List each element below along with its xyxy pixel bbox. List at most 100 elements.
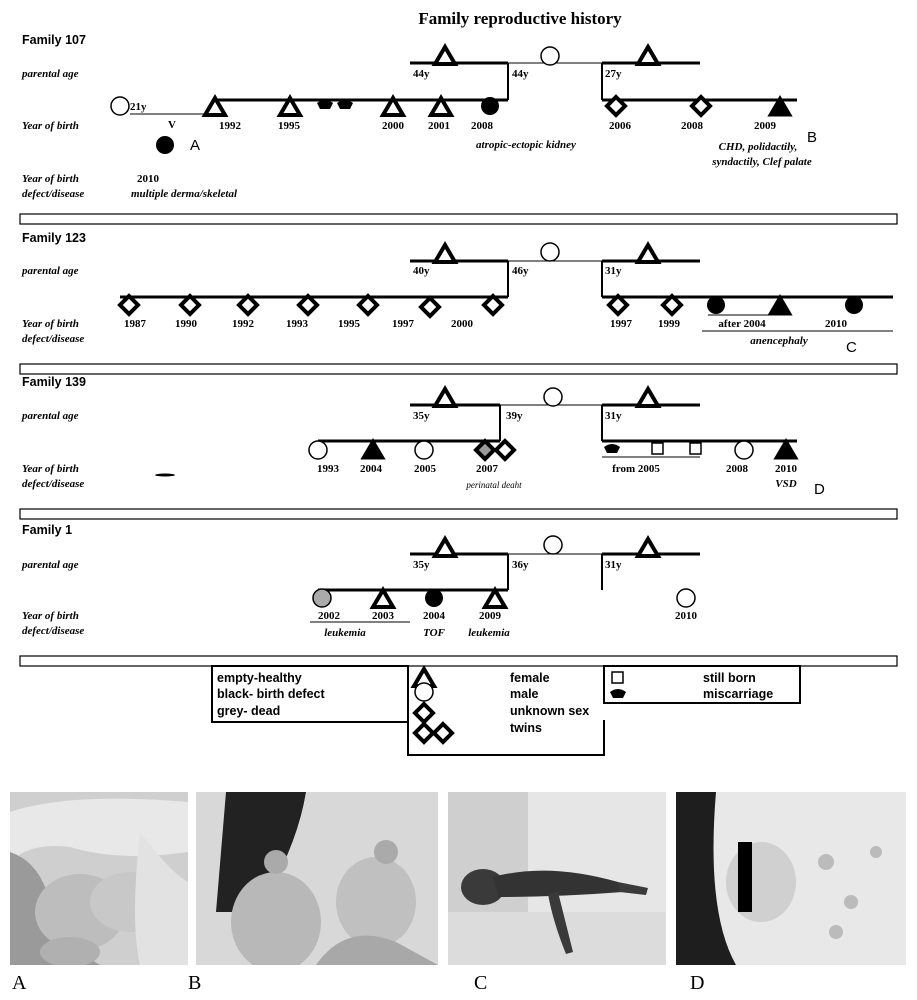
legend-fill-item: grey- dead	[217, 704, 280, 718]
diagram-title: Family reproductive history	[418, 9, 622, 28]
defect-note: leukemia	[324, 627, 366, 639]
legend-female: female	[510, 671, 550, 685]
defect-note: perinatal deaht	[465, 480, 522, 490]
legend-fill-item: empty-healthy	[217, 671, 302, 685]
age-label: 44y	[512, 68, 529, 80]
birth-year: 2010	[137, 173, 160, 185]
family-107-symbols	[110, 45, 792, 154]
age-label: 44y	[413, 68, 430, 80]
family-1-name: Family 1	[22, 523, 72, 537]
birth-year: 2004	[360, 463, 383, 475]
family-123-name: Family 123	[22, 231, 86, 245]
birth-year: 1990	[175, 318, 198, 330]
legend-other-box	[603, 665, 801, 704]
age-label: 31y	[605, 559, 622, 571]
birth-year: 2004	[423, 610, 446, 622]
family-1-defect-label: defect/disease	[22, 625, 84, 637]
defect-note: atropic-ectopic kidney	[476, 139, 576, 151]
family-107-parental-age-label: parental age	[21, 68, 79, 80]
family-139-pedigree-lines	[318, 403, 797, 458]
birth-year: 2009	[479, 610, 502, 622]
photo-caption-a: A	[12, 972, 27, 994]
photo-d	[676, 792, 906, 965]
photo-a	[10, 792, 188, 965]
birth-year: 1992	[232, 318, 255, 330]
birth-year: 1995	[338, 318, 361, 330]
family-1-text: 35y 36y 31y 2002 2003 2004 2009 2010 leu…	[318, 559, 698, 639]
birth-year: 1999	[658, 318, 681, 330]
photo-caption-b: B	[188, 972, 202, 994]
family-123-defect-label: defect/disease	[22, 333, 84, 345]
birth-year: 2000	[382, 120, 405, 132]
birth-year: 1995	[278, 120, 301, 132]
birth-year: after 2004	[718, 318, 766, 330]
family-1-year-label: Year of birth	[22, 610, 79, 622]
defect-note: multiple derma/skeletal	[131, 188, 238, 200]
pedigree-diagram: Family reproductive history Family 107 p…	[19, 9, 898, 756]
defect-note: CHD, polidactily,	[719, 141, 798, 153]
separator-bar	[19, 363, 898, 375]
legend-twins: twins	[510, 721, 542, 735]
legend-fill-item: black- birth defect	[217, 687, 325, 701]
legend-sex-box	[407, 666, 605, 756]
family-107-year-label-2: Year of birth	[22, 173, 79, 185]
legend: empty-healthy black- birth defect grey- …	[211, 665, 801, 756]
family-139-text: 35y 39y 31y 1993 2004 2005 2007 perinata…	[317, 410, 825, 498]
family-1-pedigree-lines	[310, 552, 700, 623]
family-123-text: 40y 46y 31y 1987 1990 1992 1993 1995 199…	[124, 265, 857, 356]
photo-caption-d: D	[690, 972, 705, 994]
birth-year: 2003	[372, 610, 395, 622]
photo-ref-c: C	[846, 339, 857, 356]
family-123-parental-age-label: parental age	[21, 265, 79, 277]
defect-note: anencephaly	[750, 335, 808, 347]
photo-caption-c: C	[474, 972, 488, 994]
birth-year: 2009	[754, 120, 777, 132]
family-139-symbols	[155, 387, 798, 477]
family-107-text: 44y 44y 27y 21y V A 1992 1995 2000 2001 …	[130, 68, 817, 200]
birth-year: 2010	[775, 463, 798, 475]
birth-year: 2007	[476, 463, 499, 475]
birth-year: 1997	[610, 318, 633, 330]
defect-note: TOF	[423, 627, 445, 639]
birth-year: 1993	[317, 463, 340, 475]
family-139-name: Family 139	[22, 375, 86, 389]
birth-year: from 2005	[612, 463, 660, 475]
birth-year: 2005	[414, 463, 437, 475]
family-1-parental-age-label: parental age	[21, 559, 79, 571]
age-label: 21y	[130, 101, 147, 113]
legend-male: male	[510, 687, 539, 701]
photo-ref-b: B	[807, 129, 817, 146]
defect-note: syndactily, Clef palate	[711, 156, 812, 168]
family-123-symbols	[118, 242, 863, 318]
age-label: 40y	[413, 265, 430, 277]
legend-unknown-sex: unknown sex	[510, 704, 589, 718]
birth-year: 1997	[392, 318, 415, 330]
age-label: 27y	[605, 68, 622, 80]
age-label: 46y	[512, 265, 529, 277]
family-139-parental-age-label: parental age	[21, 410, 79, 422]
age-label: 31y	[605, 265, 622, 277]
photo-b	[196, 792, 438, 965]
family-107-name: Family 107	[22, 33, 86, 47]
family-107-year-label: Year of birth	[22, 120, 79, 132]
birth-year: 2008	[726, 463, 749, 475]
age-label: 39y	[506, 410, 523, 422]
birth-year: 2010	[825, 318, 848, 330]
defect-note: leukemia	[468, 627, 510, 639]
photo-ref-a: A	[190, 137, 200, 154]
birth-year: 2008	[681, 120, 704, 132]
legend-fill-box	[211, 665, 409, 723]
age-label: 36y	[512, 559, 529, 571]
family-107-defect-label: defect/disease	[22, 188, 84, 200]
age-label: 31y	[605, 410, 622, 422]
birth-year: 1993	[286, 318, 309, 330]
separator-bar	[19, 213, 898, 225]
birth-year: 2000	[451, 318, 474, 330]
legend-still-born: still born	[703, 671, 756, 685]
family-123-year-label: Year of birth	[22, 318, 79, 330]
birth-year: 2002	[318, 610, 341, 622]
family-1-symbols	[312, 535, 696, 609]
legend-miscarriage: miscarriage	[703, 687, 773, 701]
family-139-year-label: Year of birth	[22, 463, 79, 475]
family-123-pedigree-lines	[120, 259, 893, 332]
